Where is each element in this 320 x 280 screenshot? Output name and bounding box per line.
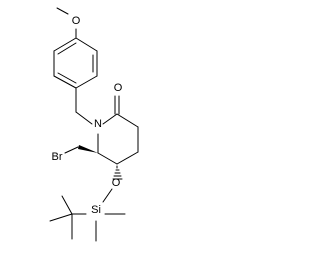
bond-tbu-left <box>49 213 73 222</box>
carbonyl-oxygen-label: O <box>114 82 123 94</box>
chemical-structure: O N O Br O Si <box>49 7 139 242</box>
bond-methyl-o <box>56 7 69 15</box>
bond-n-c2 <box>102 113 118 125</box>
bond-ch2-br <box>64 146 79 154</box>
bond-ch2-n <box>75 111 93 125</box>
hashed-bond-c5-o <box>112 165 123 180</box>
methoxy-oxygen-label: O <box>72 15 81 27</box>
bond-ring-double-3 <box>57 42 77 55</box>
bond-ring-6 <box>53 37 77 52</box>
bond-ring-double-2 <box>57 72 77 84</box>
bond-c5-c6 <box>97 152 118 165</box>
bond-tbu-top <box>61 195 73 215</box>
bond-c2-c3 <box>116 113 139 128</box>
bond-o-si <box>102 188 113 203</box>
bromine-label: Br <box>52 151 63 163</box>
wedge-bond-ch2br <box>78 145 98 153</box>
bond-ring-1 <box>75 37 98 52</box>
bond-ring-4 <box>53 75 77 89</box>
ring-nitrogen-label: N <box>94 118 102 130</box>
bond-ring-3 <box>75 75 98 89</box>
silicon-label: Si <box>91 204 101 216</box>
silyl-ether-oxygen-label: O <box>112 177 121 189</box>
bond-c4-c5 <box>116 151 139 165</box>
